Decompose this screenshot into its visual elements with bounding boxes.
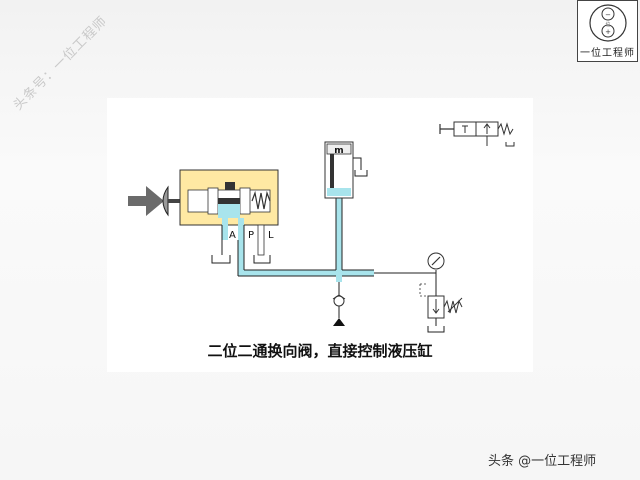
logo-outer-circle xyxy=(589,4,627,42)
tank-a-icon xyxy=(211,255,231,264)
symbol-flow-arrow xyxy=(483,123,491,134)
pump-source-icon xyxy=(333,318,345,326)
logo-top-circle xyxy=(601,7,615,21)
relief-pilot-line xyxy=(419,283,428,297)
fluid-cylinder-chamber xyxy=(327,188,351,196)
actuation-arrow-icon xyxy=(128,186,164,216)
spool-land-right xyxy=(239,187,251,215)
check-valve-seat xyxy=(332,294,346,300)
logo-bottom-mark: + xyxy=(605,28,611,36)
fluid-supply-horizontal xyxy=(238,270,374,276)
logo-label: 一位工程师 xyxy=(580,48,635,59)
brand-logo: − 位 + 一位工程师 xyxy=(577,0,638,62)
relief-valve-arrow xyxy=(432,299,440,314)
diagram-panel xyxy=(107,98,533,372)
fluid-p-down xyxy=(238,240,244,276)
diagram-caption: 二位二通换向阀，直接控制液压缸 xyxy=(207,342,433,360)
spool-top-nub xyxy=(225,182,235,190)
fluid-cylinder-feed xyxy=(336,196,342,276)
fluid-port-a xyxy=(222,218,228,240)
logo-bottom-circle xyxy=(601,24,615,38)
port-label-l: L xyxy=(268,230,274,241)
push-button-icon xyxy=(162,185,169,217)
symbol-spring-icon xyxy=(497,122,514,136)
port-l-stub xyxy=(257,224,265,256)
cylinder-load-block xyxy=(326,143,352,155)
piston-rod xyxy=(330,154,334,190)
fluid-valve-chamber xyxy=(218,204,240,218)
relief-adjust-arrow xyxy=(447,297,463,313)
relief-tank-icon xyxy=(427,326,445,333)
fluid-port-p xyxy=(238,218,244,240)
fluid-pump-stub xyxy=(336,276,342,282)
logo-mark: − 位 + xyxy=(589,4,627,42)
footer-credit: 头条 @一位工程师 xyxy=(488,454,597,469)
gauge-needle xyxy=(431,256,441,266)
logo-top-mark: − xyxy=(605,11,611,19)
symbol-pushbutton-icon xyxy=(439,124,454,134)
port-label-a: A xyxy=(229,230,236,241)
port-label-p: P xyxy=(248,230,254,241)
logo-middle-mark: 位 xyxy=(605,21,610,28)
tank-l-icon xyxy=(253,255,271,264)
spool-land-left xyxy=(207,187,219,215)
cylinder-drain-tank-icon xyxy=(354,170,368,177)
cylinder-label: m xyxy=(334,146,343,156)
spool-stem xyxy=(218,198,240,204)
push-rod xyxy=(168,199,180,203)
return-spring-icon xyxy=(251,190,271,210)
symbol-tank-icon xyxy=(505,142,515,147)
cylinder-drain-line xyxy=(353,157,362,170)
